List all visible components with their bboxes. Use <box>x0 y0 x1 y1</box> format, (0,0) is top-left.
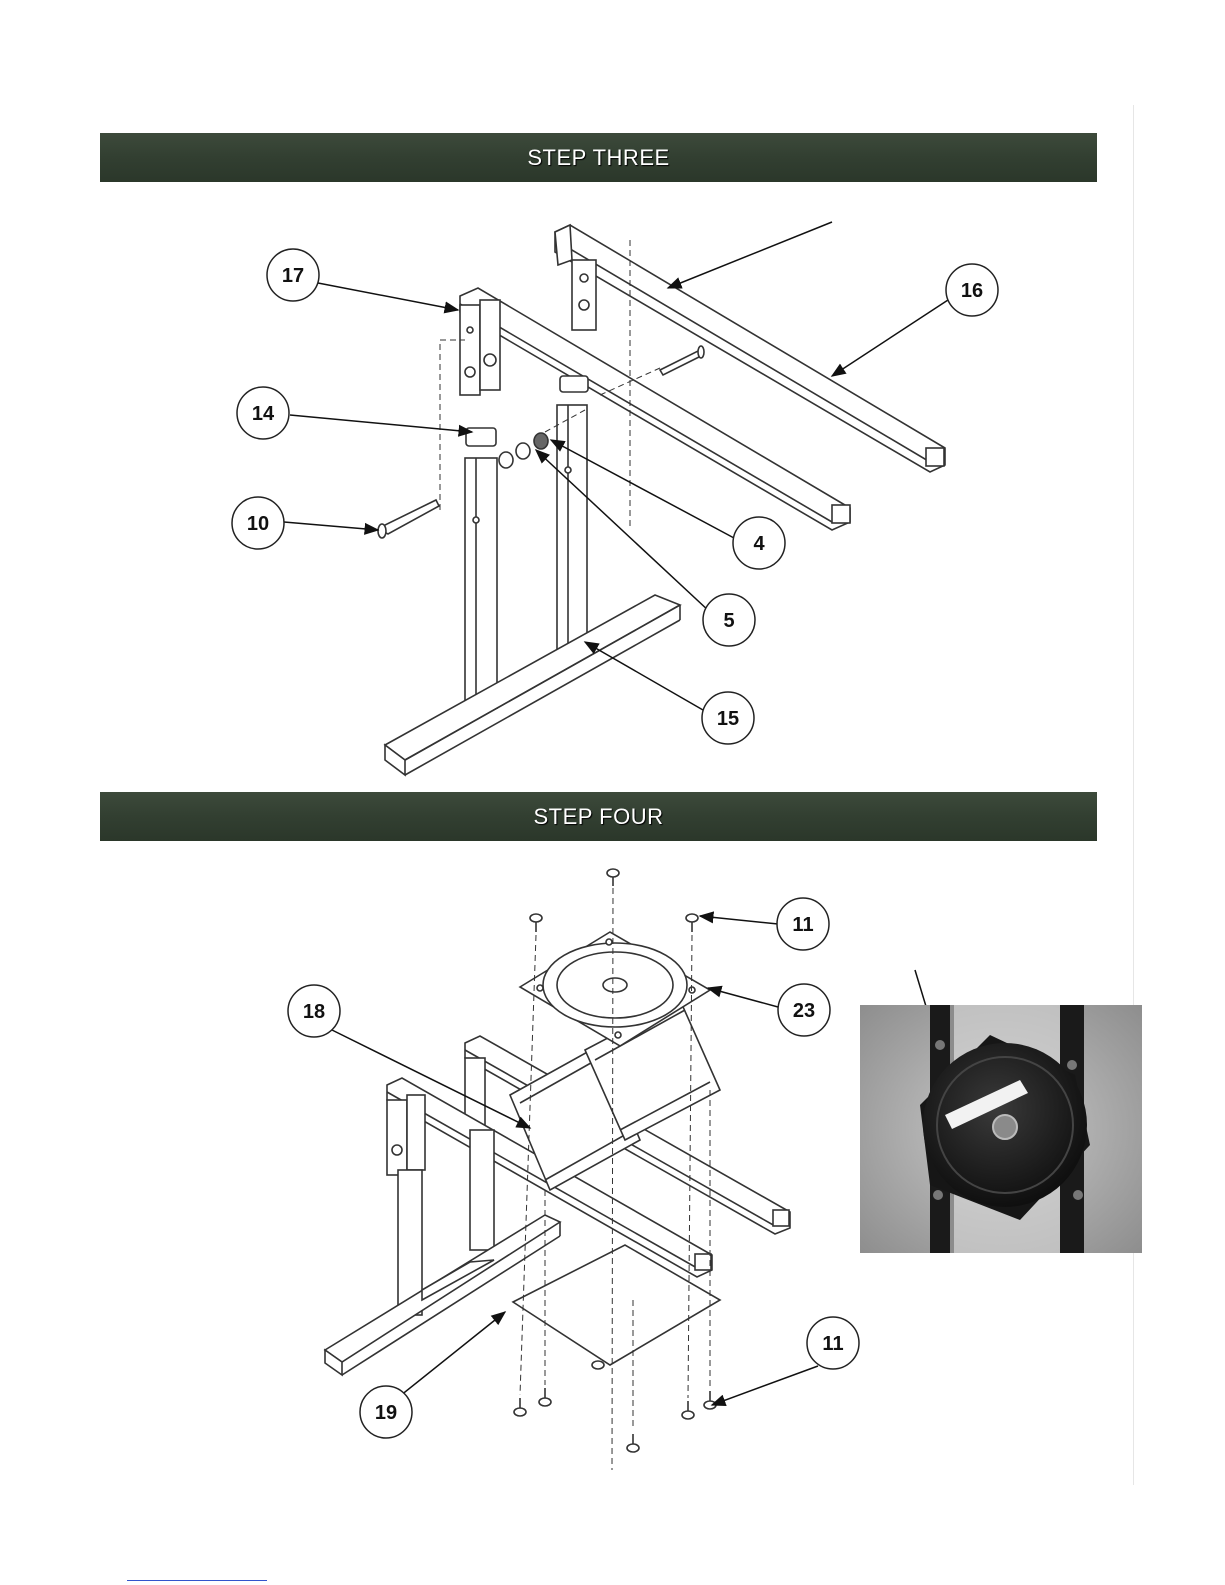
svg-text:18: 18 <box>303 1001 325 1023</box>
callout-18: 18 <box>288 985 340 1037</box>
svg-text:14: 14 <box>252 403 275 425</box>
svg-text:23: 23 <box>793 1000 815 1022</box>
swivel-plate-photo <box>860 1005 1142 1253</box>
callout-5: 5 <box>703 594 755 646</box>
callout-10: 10 <box>232 497 284 549</box>
callout-23: 23 <box>778 984 830 1036</box>
svg-text:11: 11 <box>792 914 813 936</box>
callout-16: 16 <box>946 264 998 316</box>
callout-15: 15 <box>702 692 754 744</box>
callout-17: 17 <box>267 249 319 301</box>
svg-text:16: 16 <box>961 280 983 302</box>
svg-text:11: 11 <box>822 1333 843 1355</box>
callout-14: 14 <box>237 387 289 439</box>
callout-4: 4 <box>733 517 785 569</box>
part-17-rail <box>460 288 850 530</box>
svg-text:5: 5 <box>723 610 734 632</box>
svg-text:10: 10 <box>247 513 269 535</box>
callout-11-bottom: 11 <box>807 1317 859 1369</box>
callout-11-top: 11 <box>777 898 829 950</box>
svg-text:19: 19 <box>375 1402 397 1424</box>
part-15-leg-frame <box>385 405 680 775</box>
callout-19: 19 <box>360 1386 412 1438</box>
svg-text:15: 15 <box>717 708 739 730</box>
part-4-5-washers <box>499 433 548 468</box>
svg-text:4: 4 <box>753 533 765 555</box>
step-four-illustration <box>325 869 790 1452</box>
part-16-rail <box>555 225 945 472</box>
svg-text:17: 17 <box>282 265 304 287</box>
footer-link-underline <box>127 1580 267 1581</box>
swivel-plate-photo-graphic <box>860 1005 1142 1253</box>
